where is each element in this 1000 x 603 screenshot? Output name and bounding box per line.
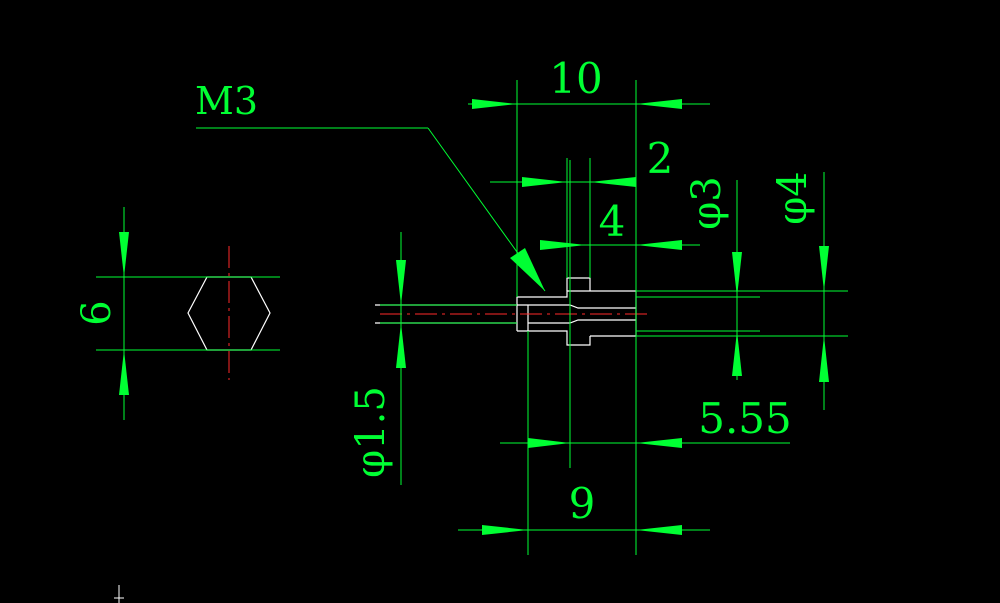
hex-end-view <box>187 246 271 380</box>
dim-label-9: 9 <box>569 479 596 528</box>
ucs-cursor-mark <box>114 585 124 603</box>
fitting-bore <box>517 304 636 309</box>
dimension-5-55: 5.55 <box>500 160 792 555</box>
dimension-4: 4 <box>540 197 700 250</box>
dim-label-10: 10 <box>549 54 602 103</box>
dim-label-6: 6 <box>74 300 120 325</box>
dimension-dia-1-5: φ1.5 <box>348 232 517 485</box>
fitting-side-view <box>375 277 650 346</box>
label-m3: M3 <box>195 79 258 123</box>
dimension-hex-6: 6 <box>74 207 280 420</box>
dimension-dia-4: φ4 <box>636 171 848 410</box>
dim-label-4: 4 <box>599 197 626 246</box>
dimension-2: 2 <box>490 134 673 278</box>
arrow-up <box>119 350 129 395</box>
leader-arrow <box>510 248 545 291</box>
dim-label-5-55: 5.55 <box>698 394 792 443</box>
dim-label-dia-1-5: φ1.5 <box>348 386 394 478</box>
fitting-outline-bottom <box>517 330 591 346</box>
leader-m3: M3 <box>195 79 546 292</box>
arrow-down <box>119 232 129 277</box>
dimension-9: 9 <box>458 479 710 535</box>
fitting-hex-step <box>566 277 591 291</box>
dim-label-2: 2 <box>647 134 674 183</box>
dimension-dia-3: φ3 <box>636 176 760 380</box>
fitting-bore-lower <box>528 319 636 324</box>
dim-label-dia-3: φ3 <box>684 176 730 229</box>
dim-label-dia-4: φ4 <box>770 171 816 224</box>
dimension-10: 10 <box>468 54 710 555</box>
